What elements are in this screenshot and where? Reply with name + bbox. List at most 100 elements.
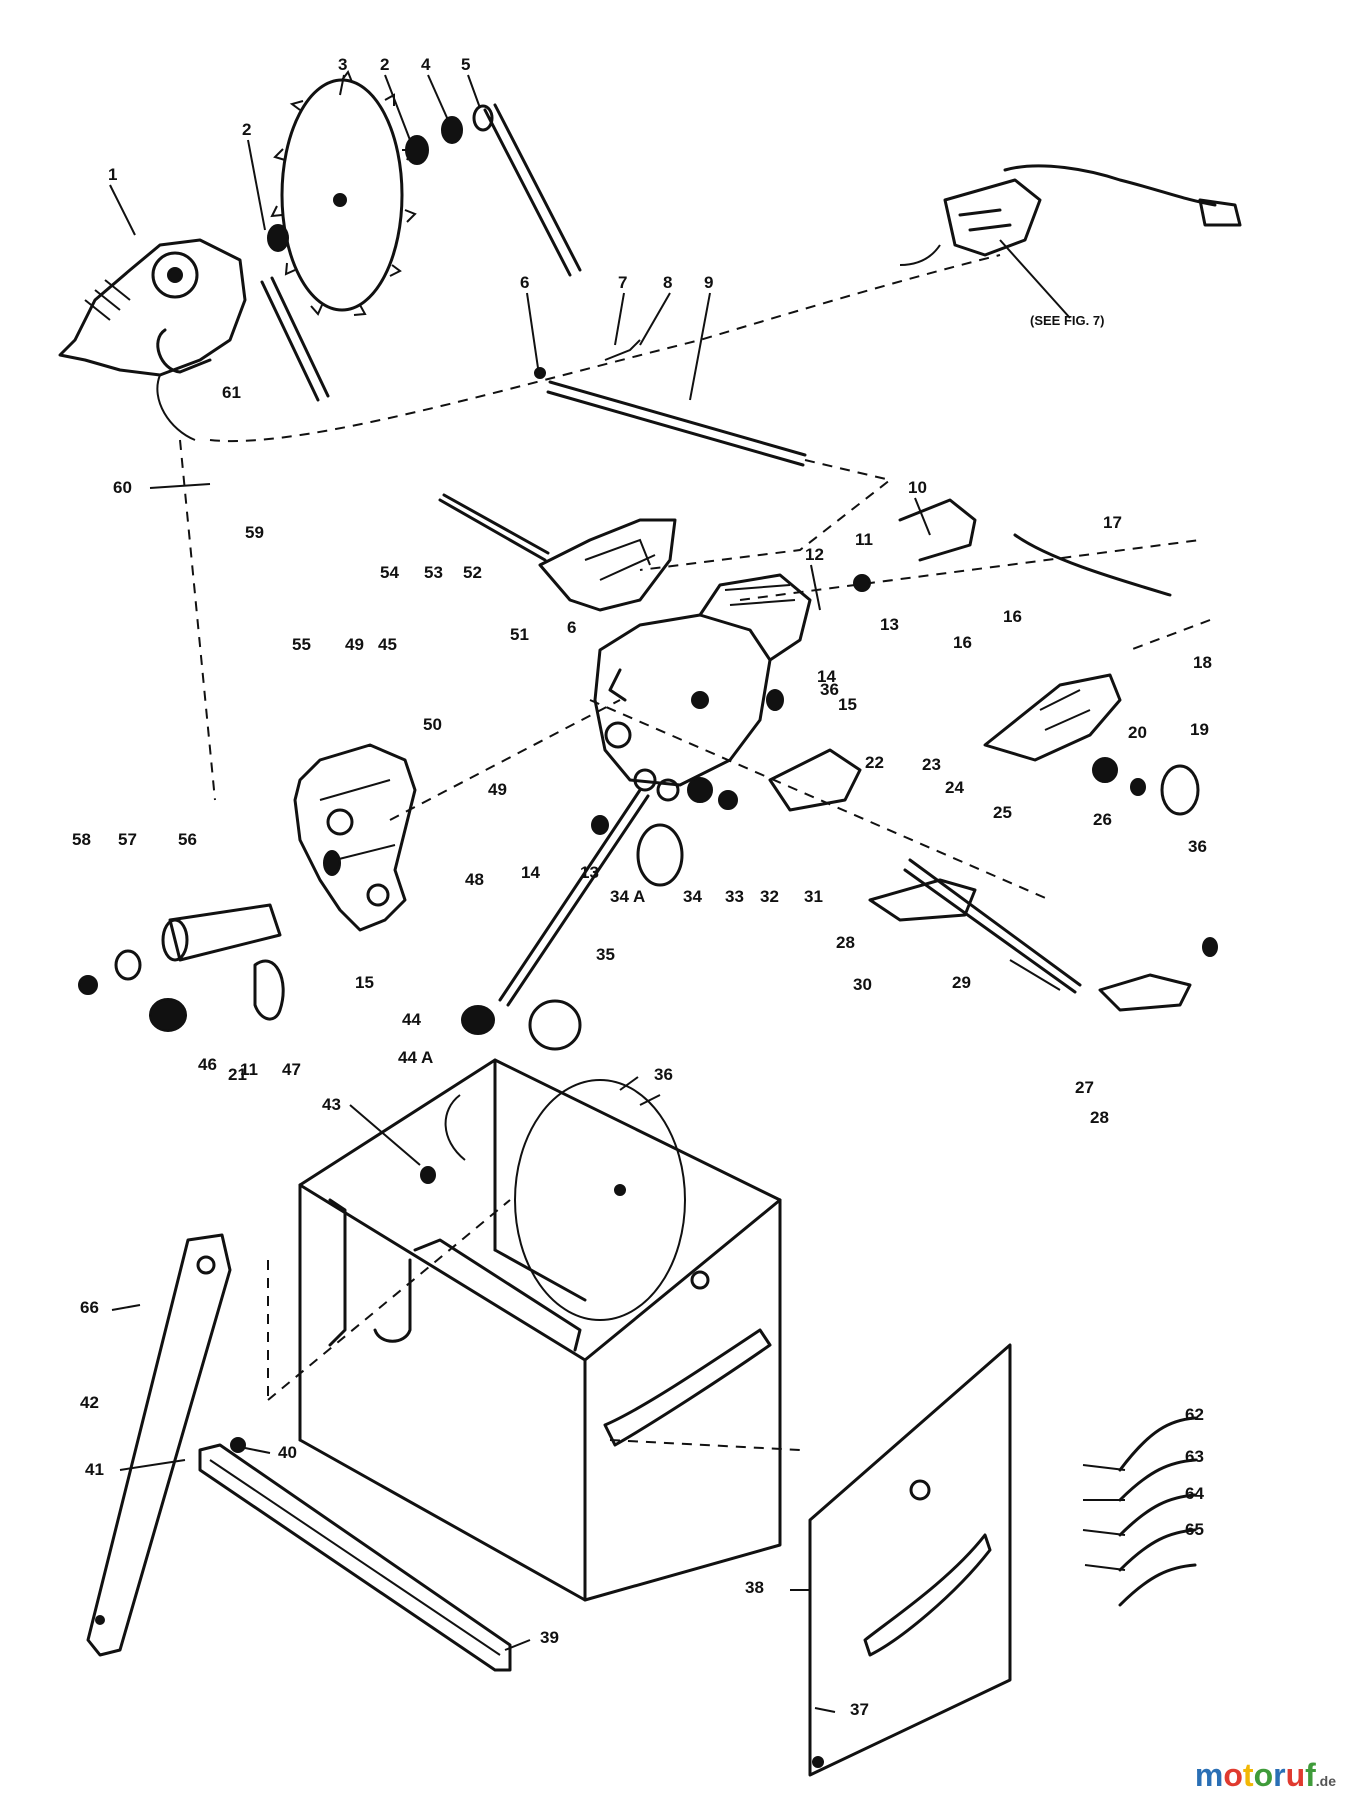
callout: 24 — [945, 778, 964, 797]
see-figure-note: (SEE FIG. 7) — [1030, 313, 1104, 328]
callout: 46 — [198, 1055, 217, 1074]
callout: 41 — [85, 1460, 104, 1479]
watermark-logo: motoruf.de — [1195, 1757, 1336, 1794]
callout: 38 — [745, 1578, 764, 1597]
watermark-letter: o — [1223, 1757, 1243, 1793]
callout: 36 — [1188, 837, 1207, 856]
watermark-letter: f — [1305, 1757, 1316, 1793]
callout: 51 — [510, 625, 529, 644]
callout: 28 — [1090, 1108, 1109, 1127]
callout: 42 — [80, 1393, 99, 1412]
callout: 17 — [1103, 513, 1122, 532]
callout: 58 — [72, 830, 91, 849]
callout: 29 — [952, 973, 971, 992]
leader-lines — [109, 74, 1126, 1713]
callout: 19 — [1190, 720, 1209, 739]
callout: 56 — [178, 830, 197, 849]
callout: 9 — [704, 273, 713, 292]
callout: 55 — [292, 635, 311, 654]
callout: 10 — [908, 478, 927, 497]
callout: 27 — [1075, 1078, 1094, 1097]
callout: 12 — [805, 545, 824, 564]
callout: 30 — [853, 975, 872, 994]
callout: 50 — [423, 715, 442, 734]
callout: 39 — [540, 1628, 559, 1647]
callout: 35 — [596, 945, 615, 964]
callout: 18 — [1193, 653, 1212, 672]
callout: 2 — [380, 55, 389, 74]
callout: 21 — [228, 1065, 247, 1084]
callout: 11 — [240, 1060, 258, 1079]
side-panel-part — [808, 1343, 1012, 1777]
saw-blade-part — [270, 69, 417, 316]
screws-part — [1118, 1416, 1197, 1607]
callout: 62 — [1185, 1405, 1204, 1424]
callout: 48 — [465, 870, 484, 889]
callout: 11 — [855, 530, 873, 549]
callout: 8 — [663, 273, 672, 292]
watermark-letter: r — [1273, 1757, 1286, 1793]
callout: 44 — [402, 1010, 421, 1029]
rail-part — [198, 1437, 512, 1672]
callout: 47 — [282, 1060, 301, 1079]
callout: 49 — [345, 635, 364, 654]
callout: 53 — [424, 563, 443, 582]
callout: 60 — [113, 478, 132, 497]
callout: 20 — [1128, 723, 1147, 742]
callout: 64 — [1185, 1484, 1204, 1503]
small-hardware-parts — [149, 574, 1218, 1184]
callout: 15 — [838, 695, 857, 714]
switch-assembly-part — [899, 164, 1242, 266]
callout: 7 — [618, 273, 627, 292]
callout: 3 — [338, 55, 347, 74]
callout: 54 — [380, 563, 399, 582]
callout: 13 — [880, 615, 899, 634]
callout: 65 — [1185, 1520, 1204, 1539]
callout: 6 — [520, 273, 529, 292]
callout: 63 — [1185, 1447, 1204, 1466]
callout: 2 — [242, 120, 251, 139]
callout: 4 — [421, 55, 431, 74]
callout: 32 — [760, 887, 779, 906]
callout: 5 — [461, 55, 470, 74]
callout: 25 — [993, 803, 1012, 822]
watermark-letter: o — [1253, 1757, 1274, 1793]
callout: 33 — [725, 887, 744, 906]
wrench-part — [260, 103, 582, 402]
callout: 43 — [322, 1095, 341, 1114]
callout: 61 — [222, 383, 241, 402]
rear-trunnion-part — [293, 743, 417, 932]
watermark-letter: u — [1285, 1757, 1306, 1793]
callout-labels: 1 2 2 3 4 5 6 7 8 9 6 10 11 12 13 14 15 … — [72, 55, 1212, 1719]
callout: 36 — [820, 680, 839, 699]
callout: 23 — [922, 755, 941, 774]
arbor-washers-part — [267, 104, 494, 252]
rod-part — [534, 339, 807, 467]
motor-part — [58, 238, 247, 441]
callout: 44 A — [398, 1048, 433, 1067]
callout: 6 — [567, 618, 576, 637]
watermark-letter: t — [1242, 1757, 1254, 1793]
watermark-letter: m — [1194, 1757, 1224, 1793]
callout: 34 A — [610, 887, 645, 906]
callout: 16 — [953, 633, 972, 652]
shaft-part — [78, 903, 282, 995]
callout: 22 — [865, 753, 884, 772]
callout: 59 — [245, 523, 264, 542]
callout: 57 — [118, 830, 137, 849]
trunnion-body-part — [593, 573, 812, 802]
blade-guard-part — [438, 493, 677, 612]
callout: 34 — [683, 887, 702, 906]
callout: 40 — [278, 1443, 297, 1462]
bracket-part — [898, 498, 1172, 762]
callout: 14 — [521, 863, 540, 882]
callout: 66 — [80, 1298, 99, 1317]
callout: 49 — [488, 780, 507, 799]
callout: 1 — [108, 165, 117, 184]
callout: 31 — [804, 887, 823, 906]
callout: 45 — [378, 635, 397, 654]
cabinet-base-part — [298, 1058, 782, 1602]
callout: 13 — [580, 863, 599, 882]
callout: 36 — [654, 1065, 673, 1084]
